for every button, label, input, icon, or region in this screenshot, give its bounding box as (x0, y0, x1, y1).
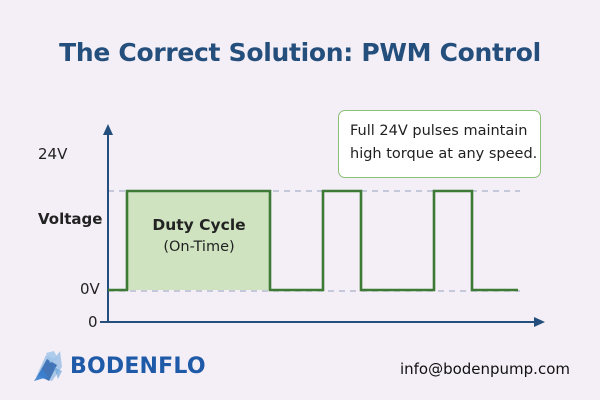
contact-email[interactable]: info@bodenpump.com (399, 360, 570, 378)
y-axis-arrow (103, 124, 113, 135)
pwm-signal (108, 189, 518, 292)
duty-cycle-title: Duty Cycle (152, 216, 246, 234)
page-title: The Correct Solution: PWM Control (59, 38, 541, 67)
callout-line-1: Full 24V pulses maintain (350, 123, 528, 139)
x-axis-arrow (534, 317, 545, 327)
callout-line-2: high torque at any speed. (350, 146, 538, 162)
label-0v: 0V (80, 280, 100, 298)
duty-cycle-label: Duty Cycle (On-Time) (128, 214, 270, 258)
brand-name: BODENFLO (70, 353, 206, 379)
label-voltage: Voltage (38, 210, 103, 228)
duty-cycle-subtitle: (On-Time) (163, 239, 235, 255)
label-24v: 24V (38, 145, 68, 163)
brand: BODENFLO (32, 346, 206, 386)
bodenflo-logo-icon (34, 351, 62, 381)
label-0: 0 (88, 313, 98, 331)
duty-cycle-region (127, 191, 270, 290)
callout-box: Full 24V pulses maintain high torque at … (338, 110, 541, 178)
